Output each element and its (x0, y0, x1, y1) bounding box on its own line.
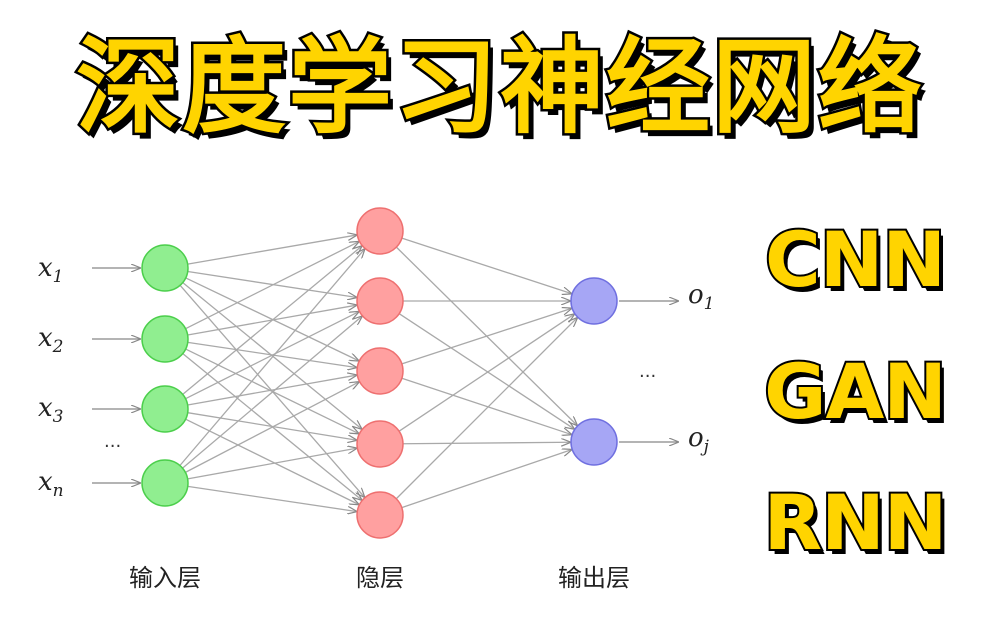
output-ellipsis: ... (639, 361, 656, 382)
input-node-0 (141, 244, 189, 292)
edge-input-2-hidden-0 (182, 246, 362, 395)
edge-hidden-3-output-0 (398, 314, 574, 432)
input-arrows (92, 268, 140, 483)
edge-input-3-hidden-0 (179, 249, 364, 466)
input-label-x1: x1 (38, 253, 64, 287)
edge-hidden-2-output-0 (401, 308, 571, 365)
output-arrows (619, 301, 678, 442)
page-title: 深度学习神经网络 (73, 24, 924, 151)
hidden-node-4 (356, 491, 404, 539)
connection-edges (179, 235, 577, 511)
output-node-0 (570, 277, 618, 325)
edge-hidden-2-output-1 (401, 377, 571, 434)
edge-input-0-hidden-1 (187, 270, 357, 297)
input-layer-label: 输入层 (129, 564, 201, 592)
output-label-oj: oj (688, 423, 710, 457)
edge-input-1-hidden-0 (185, 242, 359, 330)
hidden-node-2 (356, 347, 404, 395)
edge-input-0-hidden-0 (187, 235, 357, 265)
hidden-node-3 (356, 420, 404, 468)
edge-input-1-hidden-3 (185, 348, 359, 433)
hidden-node-0 (356, 207, 404, 255)
edge-input-3-hidden-3 (187, 448, 357, 480)
edge-hidden-4-output-0 (395, 318, 577, 500)
network-nodes (141, 207, 618, 539)
gan-badge: GAN (762, 345, 949, 438)
edge-input-2-hidden-1 (185, 312, 359, 400)
edge-hidden-0-output-0 (401, 237, 571, 293)
edge-input-3-hidden-1 (182, 317, 362, 469)
edge-input-3-hidden-2 (185, 382, 358, 473)
edge-hidden-4-output-1 (401, 450, 572, 509)
input-label-x2: x2 (38, 323, 64, 357)
output-layer-label: 输出层 (558, 564, 630, 592)
cnn-badge: CNN (763, 213, 948, 306)
input-node-3 (141, 459, 189, 507)
rnn-badge: RNN (762, 476, 950, 569)
input-node-2 (141, 385, 189, 433)
edge-input-2-hidden-3 (187, 412, 357, 440)
output-label-o1: o1 (688, 280, 714, 314)
edge-hidden-3-output-1 (402, 442, 570, 444)
input-ellipsis: ... (104, 431, 121, 452)
edge-input-2-hidden-2 (187, 375, 357, 406)
output-node-1 (570, 418, 618, 466)
hidden-node-1 (356, 277, 404, 325)
input-node-1 (141, 315, 189, 363)
edge-input-3-hidden-4 (187, 485, 357, 511)
edge-input-2-hidden-4 (185, 418, 359, 504)
input-label-xn: xn (38, 467, 64, 501)
edge-hidden-1-output-1 (398, 313, 574, 429)
input-label-x3: x3 (38, 393, 64, 427)
edge-input-0-hidden-2 (185, 277, 359, 361)
hidden-layer-label: 隐层 (356, 564, 404, 592)
